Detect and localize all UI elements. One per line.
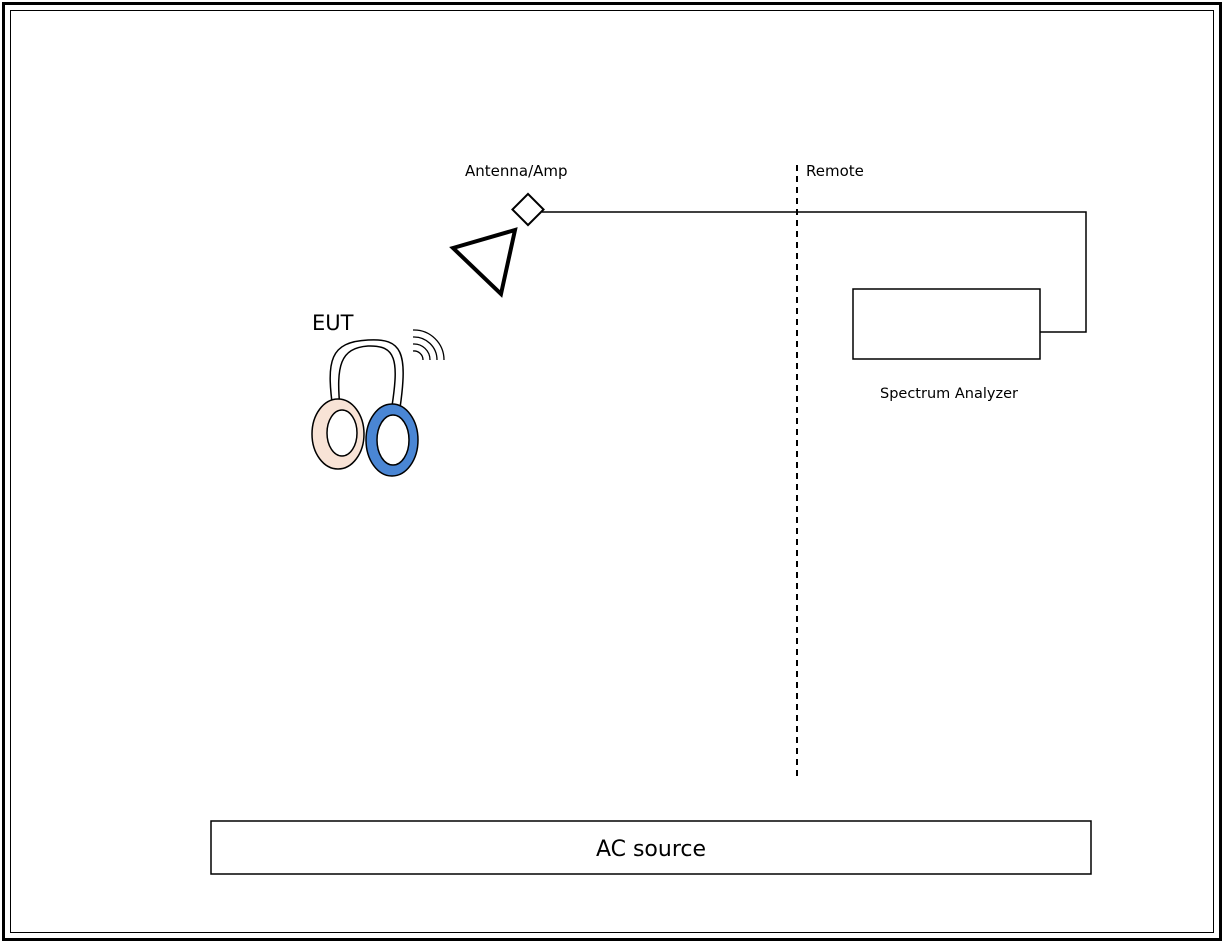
antenna-label: Antenna/Amp bbox=[465, 162, 568, 180]
horn-antenna-icon bbox=[449, 192, 545, 298]
diagram-inner-border bbox=[10, 10, 1214, 933]
antenna-cable bbox=[542, 211, 1087, 333]
spectrum-analyzer-label: Spectrum Analyzer bbox=[880, 386, 1018, 402]
eut-label: EUT bbox=[312, 311, 354, 335]
headphones-icon[interactable] bbox=[311, 339, 419, 477]
wireless-signal-icon bbox=[412, 329, 445, 361]
spectrum-analyzer-box[interactable] bbox=[852, 288, 1041, 360]
ac-source-box[interactable] bbox=[210, 820, 1092, 875]
ac-source-label: AC source bbox=[596, 837, 706, 862]
remote-label: Remote bbox=[806, 162, 864, 180]
amplifier-box bbox=[511, 192, 545, 227]
